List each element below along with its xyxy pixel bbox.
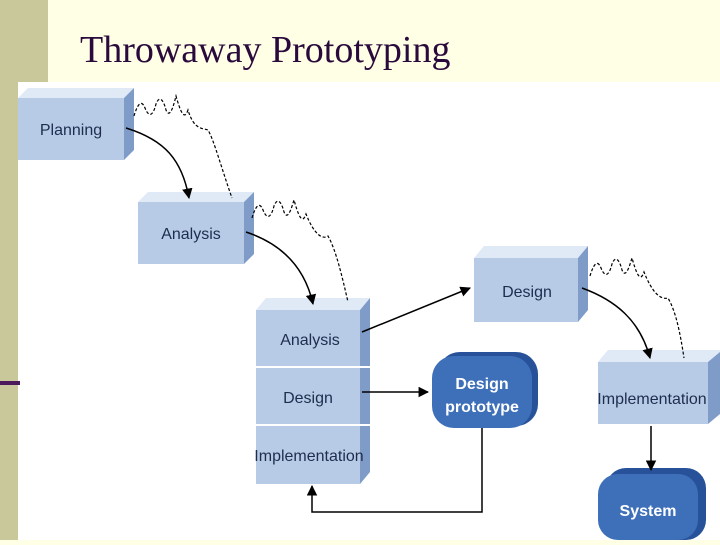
implementation-label: Implementation — [597, 391, 706, 408]
analysis-box: Analysis — [138, 192, 254, 264]
arrow-analysis-to-combined — [245, 231, 317, 306]
design-prototype-label-line2: prototype — [445, 399, 519, 416]
feedback-wave-planning — [133, 93, 233, 199]
feedback-wave-analysis — [251, 197, 349, 303]
process-diagram: Planning Analysis Analysis Design Implem… — [18, 88, 720, 540]
title-band — [48, 0, 720, 82]
combined-implementation-label: Implementation — [254, 448, 363, 465]
design-prototype-label-line1: Design — [455, 376, 508, 393]
feedback-wave-design — [589, 255, 685, 359]
arrow-analysis-to-design — [361, 286, 471, 333]
arrow-prototype-to-implementation — [306, 428, 483, 513]
arrow-planning-to-analysis — [125, 127, 193, 200]
design-label: Design — [502, 284, 552, 301]
planning-label: Planning — [40, 122, 102, 139]
combined-analysis-label: Analysis — [280, 332, 340, 349]
design-prototype-box: Design prototype — [432, 352, 538, 428]
system-label: System — [620, 503, 677, 520]
system-box: System — [598, 468, 706, 540]
implementation-box: Implementation — [597, 350, 720, 424]
diagram-canvas: Planning Analysis Analysis Design Implem… — [18, 82, 720, 540]
planning-box: Planning — [18, 88, 134, 160]
design-box: Design — [474, 246, 588, 322]
analysis-label: Analysis — [161, 226, 221, 243]
arrow-design-to-implementation — [581, 287, 653, 360]
accent-line — [0, 381, 20, 385]
combined-design-label: Design — [283, 390, 333, 407]
combined-stack-box: Analysis Design Implementation — [254, 298, 370, 484]
slide-title: Throwaway Prototyping — [80, 29, 451, 71]
